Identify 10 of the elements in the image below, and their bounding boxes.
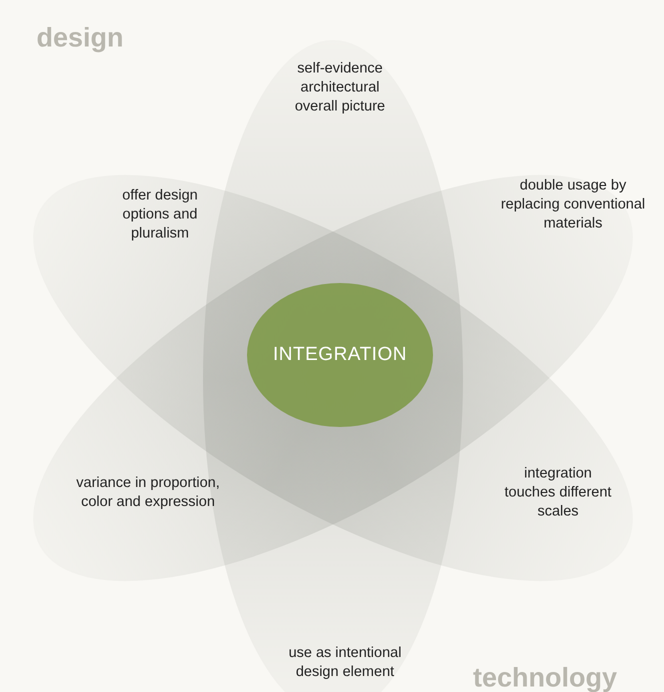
petal-label: variance in proportion, color and expression xyxy=(75,474,221,512)
corner-title: technology xyxy=(472,661,618,692)
petal-label: integration touches different scales xyxy=(504,464,612,522)
petal-label: self-evidence architectural overall picture xyxy=(294,60,386,116)
petal-label: offer design options and pluralism xyxy=(121,186,199,244)
center-ellipse xyxy=(247,283,433,427)
center-label: INTEGRATION xyxy=(273,344,407,366)
petal-label: double usage by replacing conventional materials xyxy=(500,176,646,234)
corner-title: design xyxy=(35,21,124,54)
petal-label: use as intentional design element xyxy=(288,644,402,682)
